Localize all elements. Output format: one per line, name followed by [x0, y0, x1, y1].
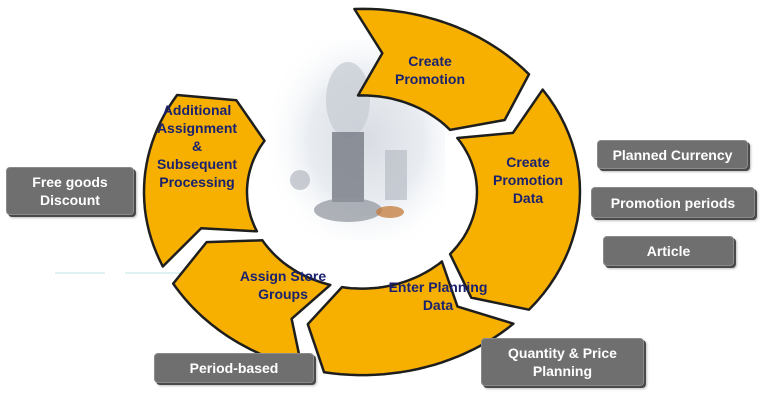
segment-create-promotion-data [448, 88, 582, 311]
segment-enter-planning-data-label-line: Data [423, 297, 454, 313]
tag-quantity-price-planning: Quantity & Price Planning [481, 338, 644, 386]
segment-enter-planning-data-label-line: Enter Planning [389, 279, 488, 295]
tag-planned-currency: Planned Currency [597, 140, 748, 169]
segment-additional-assignment-label-line: & [192, 138, 202, 154]
segment-additional-assignment [142, 93, 266, 268]
segment-create-promotion-data-label-line: Create [506, 154, 550, 170]
segment-additional-assignment-label-line: Additional [163, 102, 231, 118]
segment-create-promotion [353, 7, 531, 132]
tag-period-based: Period-based [154, 353, 314, 383]
segment-assign-store-groups [171, 239, 332, 370]
segment-additional-assignment-label-line: Subsequent [157, 156, 237, 172]
tag-promotion-periods: Promotion periods [591, 187, 755, 218]
segment-create-promotion-label-line: Create [408, 53, 452, 69]
segment-create-promotion-label-line: Promotion [395, 71, 465, 87]
segment-additional-assignment-label-line: Processing [159, 174, 234, 190]
tag-article: Article [603, 236, 734, 266]
segment-additional-assignment-label-line: Assignment [157, 120, 237, 136]
segment-enter-planning-data [306, 260, 515, 377]
segment-create-promotion-data-label-line: Promotion [493, 172, 563, 188]
segment-assign-store-groups-label-line: Groups [258, 286, 308, 302]
cycle-segments [142, 7, 582, 377]
tag-free-goods-discount: Free goods Discount [6, 167, 134, 215]
segment-assign-store-groups-label-line: Assign Store [240, 268, 327, 284]
segment-create-promotion-data-label-line: Data [513, 190, 544, 206]
